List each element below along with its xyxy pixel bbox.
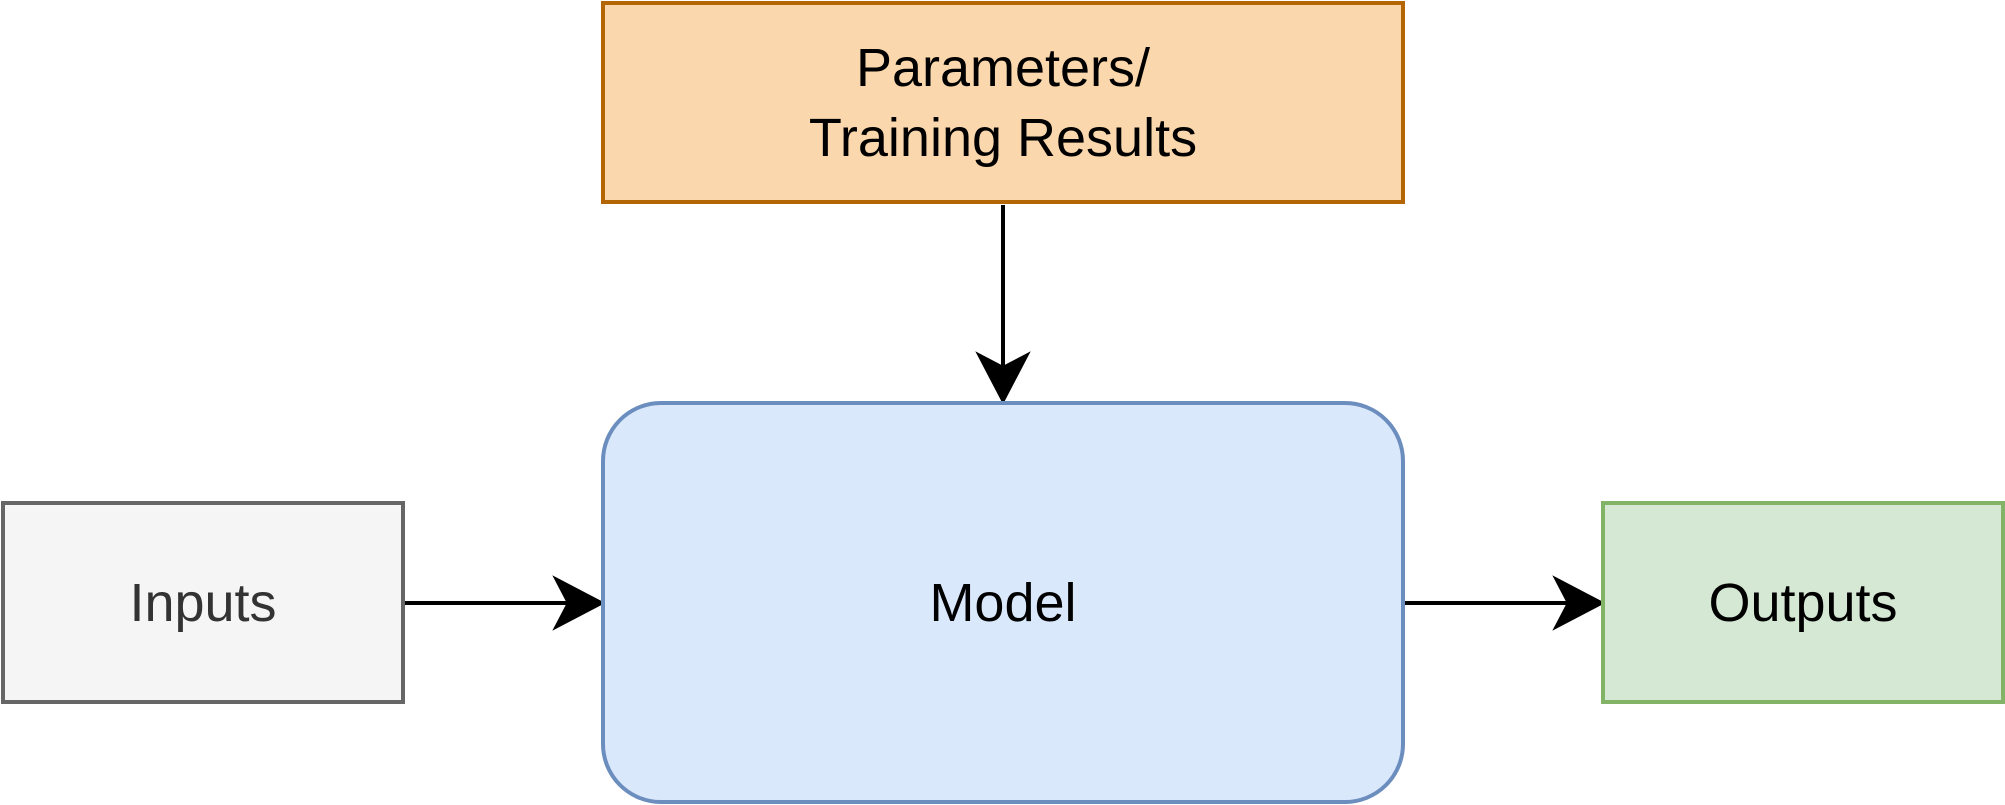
inputs-node: Inputs <box>1 501 405 704</box>
parameters-label-line1: Parameters/ <box>855 37 1151 98</box>
inputs-label: Inputs <box>129 572 277 633</box>
model-label: Model <box>929 572 1077 633</box>
edge-model-to-outputs <box>1405 575 1606 631</box>
edge-params-to-model <box>975 205 1031 405</box>
edge-inputs-to-model <box>405 575 606 631</box>
parameters-training-results-node: Parameters/ Training Results <box>601 1 1405 204</box>
parameters-label-line2: Training Results <box>808 107 1198 168</box>
model-node: Model <box>601 401 1405 804</box>
outputs-label: Outputs <box>1708 572 1898 633</box>
outputs-node: Outputs <box>1601 501 2005 704</box>
